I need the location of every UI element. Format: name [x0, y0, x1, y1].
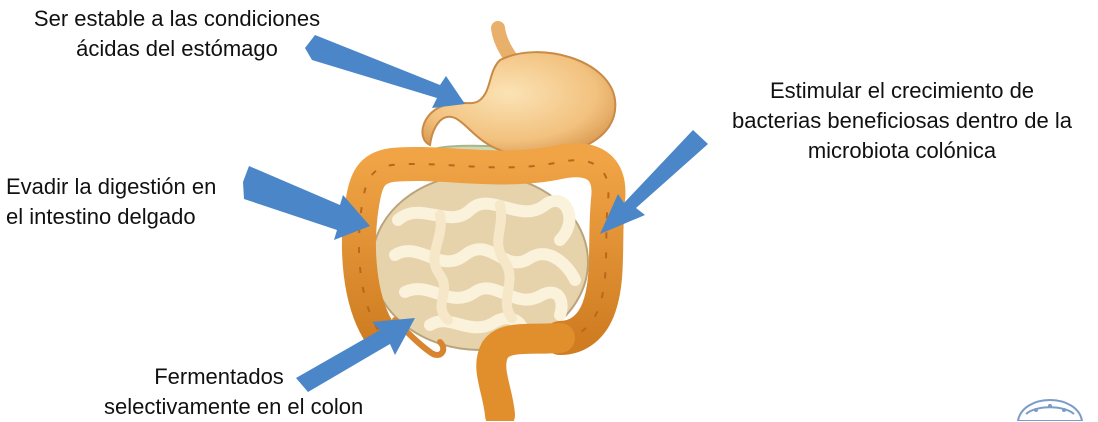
label-line: Ser estable a las condiciones: [12, 4, 342, 34]
label-line: ácidas del estómago: [12, 34, 342, 64]
label-stimulate-bacteria: Estimular el crecimiento de bacterias be…: [712, 76, 1092, 166]
label-line: Estimular el crecimiento de: [712, 76, 1092, 106]
label-acid-stability: Ser estable a las condiciones ácidas del…: [12, 4, 342, 64]
label-evade-digestion: Evadir la digestión en el intestino delg…: [6, 172, 246, 232]
label-line: bacterias beneficiosas dentro de la: [712, 106, 1092, 136]
university-crest-icon: [1018, 400, 1082, 421]
label-fermented-colon: Fermentados selectivamente en el colon: [104, 362, 334, 422]
label-line: Fermentados: [104, 362, 334, 392]
label-line: el intestino delgado: [6, 202, 246, 232]
label-line: Evadir la digestión en: [6, 172, 246, 202]
label-line: microbiota colónica: [712, 136, 1092, 166]
label-line: selectivamente en el colon: [104, 392, 334, 422]
